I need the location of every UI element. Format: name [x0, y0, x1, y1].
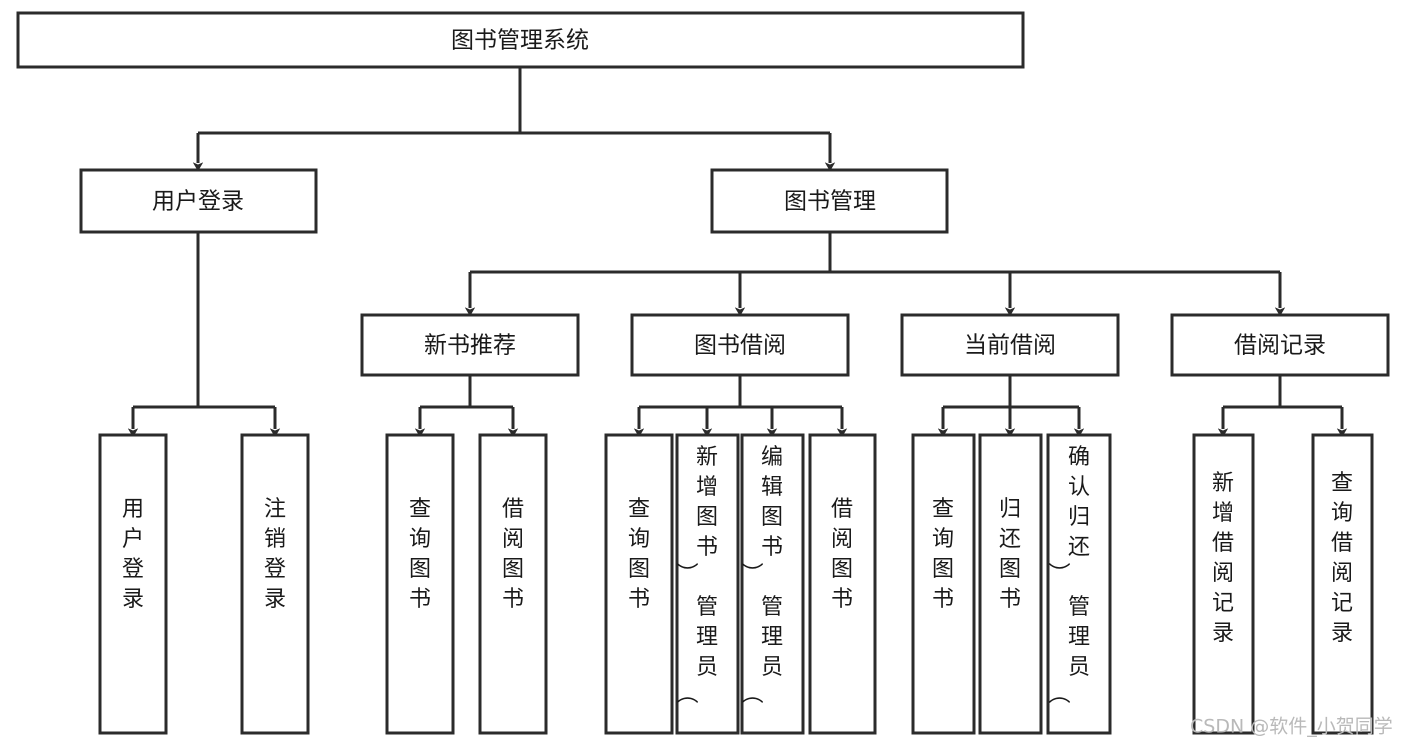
- leaf-node-query-book-borrow-label: 查询图书: [628, 497, 650, 612]
- node-new-book-recommend-rect: [360, 313, 580, 377]
- node-user-login-rect: [79, 168, 318, 234]
- node-book-borrow[interactable]: 图书借阅: [630, 313, 850, 377]
- node-book-manage-label: 图书管理: [784, 189, 876, 215]
- leaf-node-borrow-book-borrow-label: 借阅图书: [831, 497, 853, 612]
- node-current-borrow-label: 当前借阅: [964, 333, 1056, 359]
- leaf-node-return-book[interactable]: 归还图书: [978, 433, 1043, 735]
- node-user-login[interactable]: 用户登录: [79, 168, 318, 234]
- leaf-node-return-book-label: 归还图书: [999, 497, 1021, 612]
- leaf-node-query-book-newbook-rect: [385, 433, 455, 735]
- leaf-node-borrow-book-newbook-rect: [478, 433, 548, 735]
- leaf-node-add-book-admin-label: 新增图书（管理员）: [677, 445, 718, 704]
- leaf-node-borrow-book-borrow[interactable]: 借阅图书: [808, 433, 877, 735]
- leaf-node-query-book-newbook-label: 查询图书: [409, 497, 431, 612]
- leaf-node-confirm-return-admin[interactable]: 确认归还（管理员）: [1046, 433, 1112, 735]
- node-current-borrow[interactable]: 当前借阅: [900, 313, 1120, 377]
- leaf-node-confirm-return-admin-rect: [1046, 433, 1112, 735]
- leaf-node-edit-book-admin-label: 编辑图书（管理员）: [742, 445, 783, 704]
- node-book-borrow-label: 图书借阅: [694, 333, 786, 359]
- leaf-node-add-book-admin-rect: [675, 433, 740, 735]
- leaf-node-logout-label: 注销登录: [264, 497, 286, 612]
- node-current-borrow-rect: [900, 313, 1120, 377]
- leaf-node-query-borrow-record-label: 查询借阅记录: [1331, 471, 1353, 646]
- node-root-system-label: 图书管理系统: [451, 28, 589, 54]
- leaf-node-user-login-rect: [98, 433, 168, 735]
- node-root-system-rect: [16, 11, 1025, 69]
- leaf-node-logout-rect: [240, 433, 310, 735]
- leaf-node-add-borrow-record-rect: [1192, 433, 1255, 735]
- leaf-node-confirm-return-admin-label: 确认归还（管理员）: [1049, 445, 1090, 704]
- leaf-node-borrow-book-newbook-label: 借阅图书: [502, 497, 524, 612]
- csdn-watermark: CSDN @软件_小贺同学: [1190, 716, 1393, 738]
- node-root-system[interactable]: 图书管理系统: [16, 11, 1025, 69]
- node-new-book-recommend[interactable]: 新书推荐: [360, 313, 580, 377]
- leaf-node-query-book-borrow[interactable]: 查询图书: [604, 433, 674, 735]
- connector-layer: [127, 67, 1348, 438]
- node-borrow-record[interactable]: 借阅记录: [1170, 313, 1390, 377]
- node-new-book-recommend-label: 新书推荐: [424, 333, 516, 359]
- leaf-node-query-book-current[interactable]: 查询图书: [911, 433, 976, 735]
- node-book-manage[interactable]: 图书管理: [710, 168, 949, 234]
- leaf-node-edit-book-admin[interactable]: 编辑图书（管理员）: [740, 433, 805, 735]
- leaf-node-query-borrow-record-rect: [1311, 433, 1374, 735]
- leaf-node-query-borrow-record[interactable]: 查询借阅记录: [1311, 433, 1374, 735]
- leaf-node-borrow-book-newbook[interactable]: 借阅图书: [478, 433, 548, 735]
- leaf-node-logout[interactable]: 注销登录: [240, 433, 310, 735]
- leaf-node-add-borrow-record-label: 新增借阅记录: [1212, 471, 1234, 646]
- leaf-node-query-book-newbook[interactable]: 查询图书: [385, 433, 455, 735]
- leaf-node-user-login-label: 用户登录: [122, 497, 144, 612]
- leaf-node-edit-book-admin-rect: [740, 433, 805, 735]
- node-user-login-label: 用户登录: [152, 189, 244, 215]
- node-borrow-record-label: 借阅记录: [1234, 333, 1326, 359]
- leaf-node-query-book-borrow-rect: [604, 433, 674, 735]
- node-book-manage-rect: [710, 168, 949, 234]
- leaf-node-add-borrow-record[interactable]: 新增借阅记录: [1192, 433, 1255, 735]
- leaf-node-query-book-current-rect: [911, 433, 976, 735]
- node-borrow-record-rect: [1170, 313, 1390, 377]
- leaf-node-borrow-book-borrow-rect: [808, 433, 877, 735]
- leaf-node-add-book-admin[interactable]: 新增图书（管理员）: [675, 433, 740, 735]
- node-book-borrow-rect: [630, 313, 850, 377]
- leaf-node-return-book-rect: [978, 433, 1043, 735]
- leaf-node-query-book-current-label: 查询图书: [932, 497, 954, 612]
- leaf-node-user-login[interactable]: 用户登录: [98, 433, 168, 735]
